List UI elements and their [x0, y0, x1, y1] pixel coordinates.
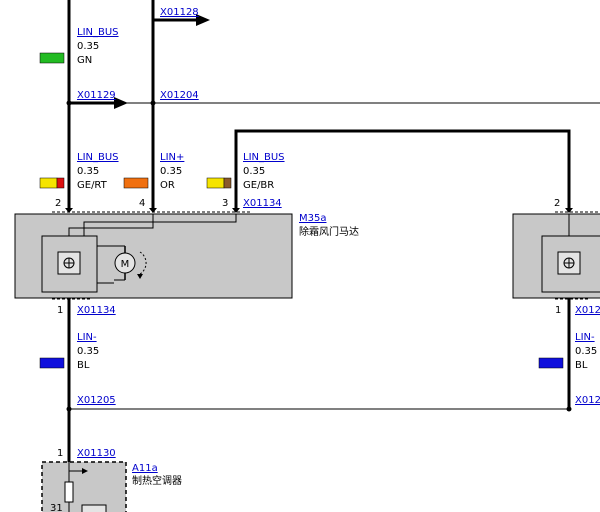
- component-desc-m35a: 除霜风门马达: [299, 225, 359, 238]
- swatch-or: [123, 177, 149, 189]
- component-right-partial[interactable]: [512, 213, 600, 299]
- link-x01129[interactable]: X01129: [77, 90, 116, 101]
- component-desc-a11a: 制热空调器: [132, 474, 182, 487]
- arrow-x01129-icon: [69, 97, 128, 109]
- wire-color-lin-minus-right: BL: [575, 360, 588, 371]
- motor-icon: M: [114, 245, 147, 281]
- pin-number: 2: [554, 198, 560, 209]
- link-x012-right-b[interactable]: X012: [575, 395, 600, 406]
- pin-number: 2: [55, 198, 61, 209]
- wire-name-lin-bus-top[interactable]: LIN_BUS: [77, 27, 119, 38]
- pin-number: 1: [555, 305, 561, 316]
- wire-lin-bus-right[interactable]: [234, 129, 571, 210]
- svg-text:M: M: [121, 259, 130, 270]
- wire-name-lin-bus-left[interactable]: LIN_BUS: [77, 152, 119, 163]
- wire-size-lin-plus: 0.35: [160, 166, 182, 177]
- arrow-x01128-icon: [153, 14, 210, 26]
- junction-dot: [66, 406, 72, 412]
- wire-color-lin-bus-right: GE/BR: [243, 180, 274, 191]
- swatch-ge-br: [206, 177, 232, 189]
- link-x01130[interactable]: X01130: [77, 448, 116, 459]
- component-m35a[interactable]: M: [14, 213, 293, 299]
- component-id-a11a[interactable]: A11a: [132, 463, 158, 474]
- wire-color-lin-bus-top: GN: [77, 55, 92, 66]
- link-x01204[interactable]: X01204: [160, 90, 199, 101]
- resistor-icon: [64, 481, 74, 503]
- link-x01128[interactable]: X01128: [160, 7, 199, 18]
- pin-number: 1: [57, 448, 63, 459]
- wire-color-lin-plus: OR: [160, 180, 175, 191]
- junction-dot: [150, 100, 156, 106]
- link-x01205[interactable]: X01205: [77, 395, 116, 406]
- pin-number: 4: [139, 198, 145, 209]
- link-x012-right-a[interactable]: X012: [575, 305, 600, 316]
- wire-size-lin-bus-top: 0.35: [77, 41, 99, 52]
- a11a-sub-module: [81, 504, 107, 512]
- wire-name-lin-bus-right[interactable]: LIN_BUS: [243, 152, 285, 163]
- pin-marker: [65, 208, 73, 213]
- wire-name-lin-minus[interactable]: LIN-: [77, 332, 97, 343]
- pin-marker: [149, 208, 157, 213]
- wire-size-lin-minus: 0.35: [77, 346, 99, 357]
- wire-color-lin-bus-left: GE/RT: [77, 180, 108, 191]
- wire-name-lin-plus[interactable]: LIN+: [160, 152, 184, 163]
- component-id-m35a[interactable]: M35a: [299, 213, 326, 224]
- link-x01134-top[interactable]: X01134: [243, 198, 282, 209]
- pin-number: 31: [50, 503, 63, 512]
- pin-marker: [232, 208, 240, 213]
- wire-color-lin-minus: BL: [77, 360, 90, 371]
- wire-size-lin-minus-right: 0.35: [575, 346, 597, 357]
- wire-size-lin-bus-left: 0.35: [77, 166, 99, 177]
- pin-number: 3: [222, 198, 228, 209]
- link-x01134-bottom[interactable]: X01134: [77, 305, 116, 316]
- component-a11a[interactable]: [41, 461, 127, 512]
- swatch-bl: [39, 357, 65, 369]
- pin-marker: [565, 208, 573, 213]
- pin-number: 1: [57, 305, 63, 316]
- swatch-bl-right: [538, 357, 564, 369]
- junction-dot: [566, 406, 572, 412]
- wire-name-lin-minus-right[interactable]: LIN-: [575, 332, 595, 343]
- wire-size-lin-bus-right: 0.35: [243, 166, 265, 177]
- swatch-ge-rt: [39, 177, 65, 189]
- swatch-gn: [39, 52, 65, 64]
